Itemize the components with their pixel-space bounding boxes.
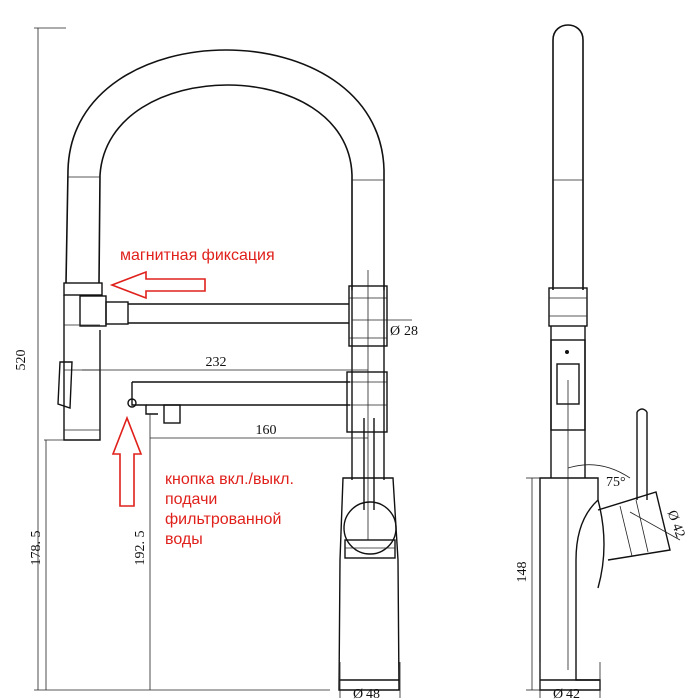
- hose-outer: [65, 49, 385, 290]
- side-dimension-lines: [526, 477, 681, 698]
- dim-filter-reach: 160: [256, 423, 277, 438]
- annotation-magnetic-fix: магнитная фиксация: [120, 247, 275, 264]
- svg-text:Ø: Ø: [390, 324, 400, 339]
- arrow-magnetic-fix: [109, 270, 206, 300]
- svg-text:48: 48: [366, 687, 380, 700]
- mixer-dome: [343, 501, 397, 555]
- hose-inner: [98, 84, 353, 290]
- dim-diameter-base-front: Ø 48: [353, 687, 380, 700]
- annotation-button-line1: кнопка вкл./выкл.: [165, 471, 294, 488]
- spray-head-top: [63, 282, 103, 296]
- annotation-button-line4: воды: [165, 531, 203, 548]
- side-lever-top: [636, 408, 648, 413]
- dim-diameter-filter-outlet: Ø 42: [664, 508, 688, 539]
- side-body-curve: [597, 499, 605, 589]
- front-view: [57, 49, 400, 691]
- filter-spout-tip: [131, 382, 158, 415]
- filter-button: [163, 404, 181, 424]
- dim-base-height-side: 148: [515, 562, 530, 583]
- dim-diameter-spout: Ø 28: [390, 324, 418, 339]
- magnet-clip-inner: [105, 301, 129, 325]
- side-hose: [552, 24, 584, 290]
- svg-text:Ø: Ø: [664, 508, 682, 523]
- dim-height-spout: 178. 5: [29, 531, 44, 566]
- mixer-body: [338, 477, 400, 691]
- side-holder-block: [548, 287, 588, 327]
- side-view: 75°: [539, 24, 671, 691]
- dim-height-filter: 192. 5: [133, 531, 148, 566]
- side-outlet: [597, 491, 671, 561]
- filter-tip-ring: [127, 398, 137, 408]
- svg-text:Ø: Ø: [353, 687, 363, 700]
- dim-height-total: 520: [14, 350, 29, 371]
- dim-lever-angle: 75°: [606, 475, 626, 490]
- svg-text:42: 42: [566, 687, 580, 700]
- svg-text:Ø: Ø: [553, 687, 563, 700]
- dim-diameter-base-side: Ø 42: [553, 687, 580, 700]
- dim-spout-reach: 232: [206, 355, 227, 370]
- arrow-filter-button: [111, 415, 143, 507]
- mixer-cap-band: [344, 539, 396, 559]
- side-angle-arc: [567, 464, 631, 479]
- side-sprayer-dot: [565, 350, 569, 354]
- annotation-button-line3: фильтрованной: [165, 511, 281, 528]
- magnet-clip: [79, 295, 107, 327]
- svg-text:42: 42: [668, 522, 687, 540]
- front-dimension-lines: [34, 27, 412, 698]
- spray-trigger: [57, 361, 73, 409]
- annotation-button-line2: подачи: [165, 491, 217, 508]
- svg-text:28: 28: [404, 324, 418, 339]
- side-body: [539, 477, 601, 691]
- spout-joint: [346, 371, 388, 433]
- spray-head-body: [63, 295, 101, 441]
